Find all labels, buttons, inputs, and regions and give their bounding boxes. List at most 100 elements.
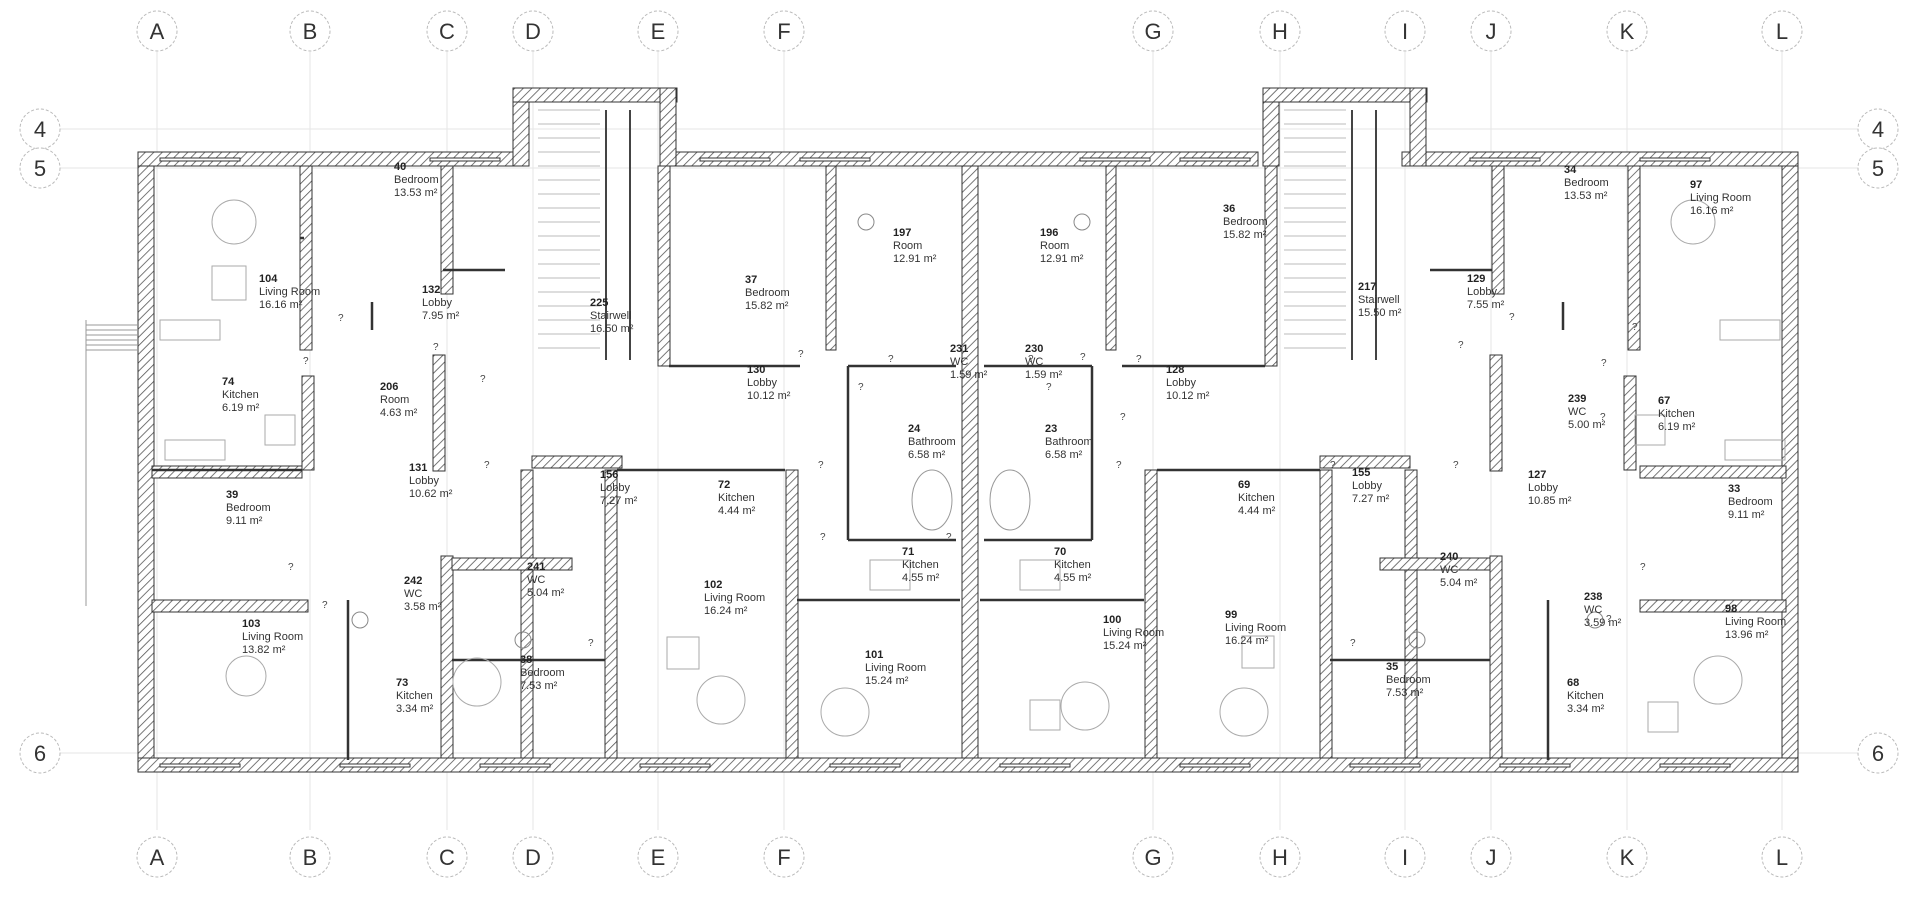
door-tag: ? xyxy=(858,382,864,393)
furniture-icon xyxy=(1634,414,1666,446)
room-number: 39 xyxy=(226,489,238,501)
room-number: 68 xyxy=(1567,677,1579,689)
room-area: 13.82 m² xyxy=(242,644,286,656)
room-number: 38 xyxy=(520,654,532,666)
room-number: 101 xyxy=(865,649,883,661)
door-tag: ? xyxy=(818,460,824,471)
window xyxy=(1179,763,1251,768)
grid-column-label: J xyxy=(1486,845,1497,870)
door-tag: ? xyxy=(1640,562,1646,573)
wall xyxy=(1627,165,1641,351)
room-number: 35 xyxy=(1386,661,1398,673)
wall xyxy=(1144,469,1158,759)
wall xyxy=(151,465,303,479)
wall xyxy=(151,599,309,613)
room-area: 15.82 m² xyxy=(745,300,789,312)
room-area: 7.27 m² xyxy=(1352,493,1390,505)
window xyxy=(429,157,501,162)
room-number: 23 xyxy=(1045,423,1057,435)
grid-bubble xyxy=(289,836,331,878)
room-name: Bedroom xyxy=(1728,496,1773,508)
room-area: 15.50 m² xyxy=(1358,307,1402,319)
furniture-icon xyxy=(1241,635,1275,669)
table-icon xyxy=(452,657,502,707)
room-area: 1.59 m² xyxy=(1025,369,1063,381)
door-tag: ? xyxy=(1120,412,1126,423)
room-number: 33 xyxy=(1728,483,1740,495)
room-name: Room xyxy=(1040,240,1069,252)
room-area: 5.00 m² xyxy=(1568,419,1606,431)
room-area: 10.12 m² xyxy=(1166,390,1210,402)
door-tag: ? xyxy=(1458,340,1464,351)
room-number: 103 xyxy=(242,618,260,630)
room-number: 196 xyxy=(1040,227,1058,239)
grid-bubble xyxy=(289,10,331,52)
room-area: 12.91 m² xyxy=(893,253,937,265)
room-number: 73 xyxy=(396,677,408,689)
room-area: 4.44 m² xyxy=(718,505,756,517)
room-area: 13.96 m² xyxy=(1725,629,1769,641)
door-tag: ? xyxy=(1632,322,1638,333)
window xyxy=(159,763,241,768)
door-tag: ? xyxy=(946,532,952,543)
bathtub-icon xyxy=(911,469,953,531)
room-name: Bedroom xyxy=(1386,674,1431,686)
wall xyxy=(299,165,313,351)
room-name: WC xyxy=(950,356,968,368)
room-name: Lobby xyxy=(1467,286,1497,298)
room-area: 10.12 m² xyxy=(747,390,791,402)
door-tag: ? xyxy=(820,532,826,543)
wall xyxy=(1105,165,1117,351)
grid-bubble xyxy=(136,836,178,878)
room-number: 100 xyxy=(1103,614,1121,626)
grid-row-label: 5 xyxy=(1872,156,1884,181)
room-name: Living Room xyxy=(242,631,303,643)
table-icon xyxy=(1219,687,1269,737)
room-number: 238 xyxy=(1584,591,1602,603)
door-tag: ? xyxy=(303,356,309,367)
grid-bubble xyxy=(1857,147,1899,189)
room-area: 4.55 m² xyxy=(902,572,940,584)
window xyxy=(1659,763,1731,768)
room-number: 98 xyxy=(1725,603,1737,615)
wall xyxy=(1639,465,1787,479)
room-number: 40 xyxy=(394,161,406,173)
room-number: 242 xyxy=(404,575,422,587)
grid-bubble xyxy=(1259,10,1301,52)
grid-column-label: G xyxy=(1144,845,1161,870)
room-number: 127 xyxy=(1528,469,1546,481)
room-name: Living Room xyxy=(1103,627,1164,639)
room-name: Bedroom xyxy=(745,287,790,299)
grid-bubble xyxy=(1761,836,1803,878)
room-name: Kitchen xyxy=(1054,559,1091,571)
wall xyxy=(432,354,446,472)
wall xyxy=(657,165,671,367)
room-name: Kitchen xyxy=(396,690,433,702)
room-name: WC xyxy=(1568,406,1586,418)
furniture-icon xyxy=(1647,701,1679,733)
window xyxy=(1499,763,1571,768)
room-area: 7.53 m² xyxy=(520,680,558,692)
grid-bubble xyxy=(1470,10,1512,52)
window xyxy=(1079,157,1151,162)
room-name: WC xyxy=(404,588,422,600)
window xyxy=(1349,763,1421,768)
door-tag: ? xyxy=(1046,382,1052,393)
room-number: 72 xyxy=(718,479,730,491)
room-area: 3.34 m² xyxy=(1567,703,1605,715)
window xyxy=(699,157,771,162)
window xyxy=(1469,157,1541,162)
grid-bubble xyxy=(1761,10,1803,52)
